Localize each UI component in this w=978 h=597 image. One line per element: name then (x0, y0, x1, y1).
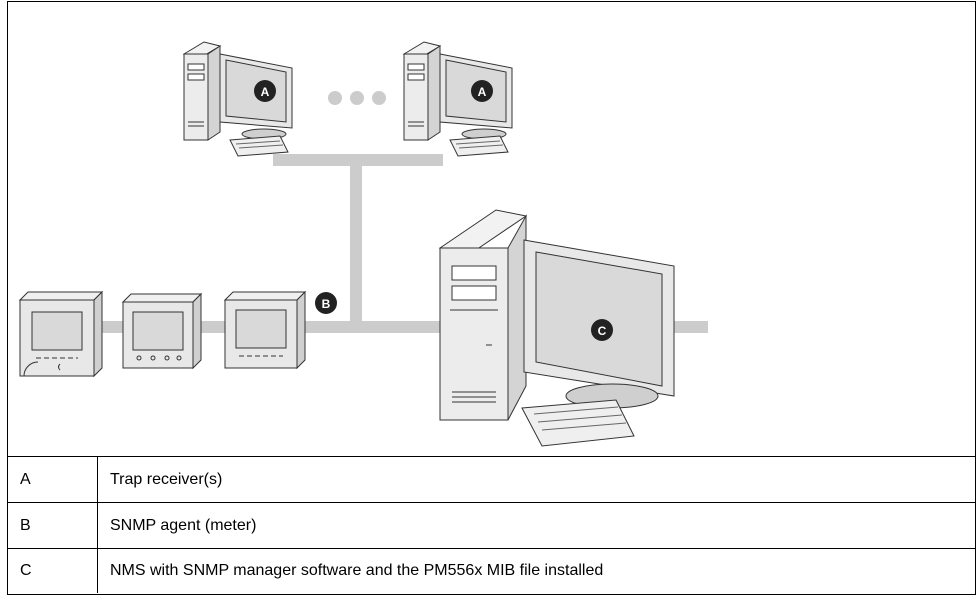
meter-device-3 (223, 290, 307, 370)
badge-label: C (598, 324, 607, 338)
upper-network-bus (273, 154, 443, 166)
meter-device-1 (18, 290, 104, 378)
ellipsis-dots (328, 91, 386, 105)
badge-label: B (322, 297, 331, 311)
legend-row: C NMS with SNMP manager software and the… (8, 548, 975, 593)
trap-receiver-badge-1: A (254, 80, 276, 102)
legend-key: A (8, 456, 98, 503)
legend-key: B (8, 502, 98, 549)
vertical-network-link (350, 166, 362, 328)
nms-badge: C (591, 319, 613, 341)
snmp-agent-badge: B (315, 292, 337, 314)
legend-row: A Trap receiver(s) (8, 456, 975, 503)
trap-receiver-computer-2 (402, 41, 513, 157)
legend-row: B SNMP agent (meter) (8, 502, 975, 549)
legend-table: A Trap receiver(s) B SNMP agent (meter) … (8, 456, 975, 593)
badge-label: A (261, 85, 270, 99)
legend-key: C (8, 548, 98, 593)
figure-frame: A A (7, 1, 976, 595)
trap-receiver-badge-2: A (471, 80, 493, 102)
meter-device-2 (121, 292, 203, 370)
legend-description: NMS with SNMP manager software and the P… (97, 548, 975, 593)
nms-computer (438, 209, 675, 447)
badge-label: A (478, 85, 487, 99)
trap-receiver-computer-1 (182, 41, 293, 157)
legend-description: Trap receiver(s) (97, 456, 975, 503)
legend-description: SNMP agent (meter) (97, 502, 975, 549)
network-diagram: A A (18, 41, 708, 447)
